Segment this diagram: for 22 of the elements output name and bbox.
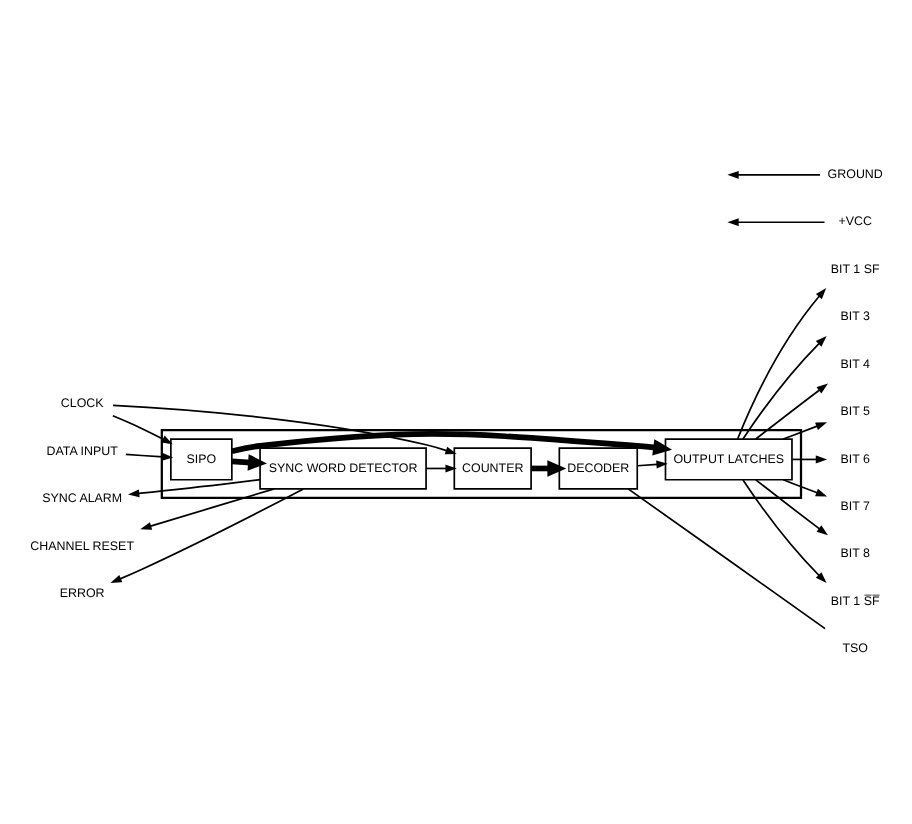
arrow bbox=[425, 464, 457, 473]
arrow bbox=[231, 431, 673, 456]
connector bbox=[627, 488, 826, 630]
arrow bbox=[636, 460, 668, 469]
arrow bbox=[125, 452, 174, 461]
arrow bbox=[231, 454, 267, 471]
arrow bbox=[531, 460, 567, 477]
arrow bbox=[727, 170, 821, 179]
arrow bbox=[782, 422, 828, 440]
arrow bbox=[742, 479, 827, 583]
arrow bbox=[127, 478, 261, 498]
arrow bbox=[140, 488, 276, 530]
arrow bbox=[111, 415, 173, 445]
arrow bbox=[110, 488, 305, 583]
arrow bbox=[742, 335, 827, 440]
arrow bbox=[782, 479, 828, 497]
arrow bbox=[754, 383, 828, 440]
arrow bbox=[754, 479, 828, 536]
arrow bbox=[727, 218, 826, 227]
arrow bbox=[736, 288, 827, 440]
arrow bbox=[112, 404, 457, 455]
arrow bbox=[791, 455, 828, 464]
